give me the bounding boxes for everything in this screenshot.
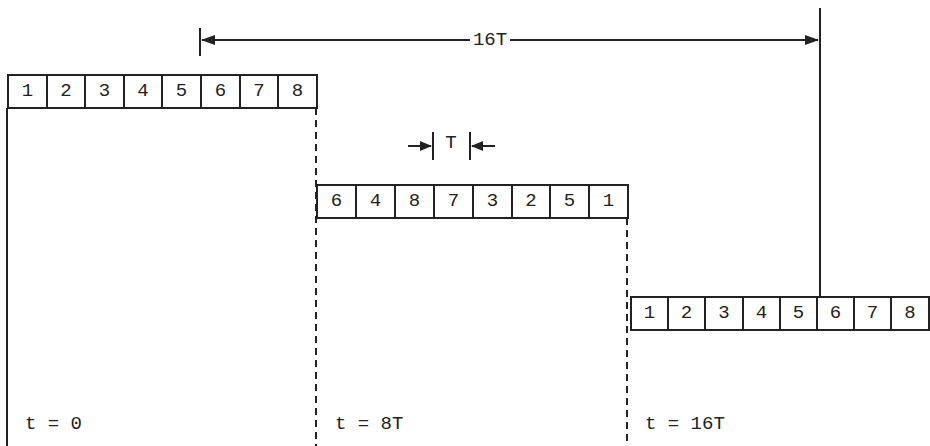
- frame-slot-box: 1: [7, 74, 48, 109]
- dimension-tick: [819, 8, 821, 296]
- arrowhead: [420, 141, 432, 151]
- slot-number: 5: [176, 82, 187, 101]
- dimension-tick: [199, 28, 201, 56]
- frame-boundary-line: [626, 218, 628, 446]
- frame-slot-box: 1: [588, 184, 629, 219]
- slot-duration-label: T: [442, 134, 459, 153]
- frame-slot-box: 7: [239, 74, 279, 109]
- arrowhead: [805, 35, 819, 45]
- slot-number: 3: [99, 82, 110, 101]
- slot-number: 4: [756, 304, 767, 323]
- frame-slot-box: 5: [161, 74, 202, 109]
- slot-number: 6: [331, 192, 342, 211]
- slot-number: 5: [793, 304, 804, 323]
- frame-slot-box: 8: [394, 184, 435, 219]
- frame-slot-box: 3: [84, 74, 125, 109]
- slot-number: 6: [830, 304, 841, 323]
- frame-slot-box: 2: [511, 184, 551, 219]
- slot-number: 1: [22, 82, 33, 101]
- frame-slot-box: 4: [123, 74, 163, 109]
- arrowhead: [471, 141, 483, 151]
- frame-slot-box: 2: [46, 74, 86, 109]
- frame-slot-box: 2: [667, 296, 706, 331]
- frame-boundary-line: [315, 108, 317, 446]
- slot-number: 4: [137, 82, 148, 101]
- dimension-tick: [469, 132, 471, 160]
- frame-slot-box: 5: [549, 184, 590, 219]
- arrowhead: [201, 35, 215, 45]
- slot-number: 8: [409, 192, 420, 211]
- time-label: t = 16T: [642, 415, 728, 434]
- slot-number: 2: [525, 192, 536, 211]
- frame-slot-box: 7: [433, 184, 474, 219]
- frame-slot-box: 3: [472, 184, 513, 219]
- frame-slot-box: 5: [779, 296, 818, 331]
- frame-slot-box: 6: [316, 184, 357, 219]
- slot-number: 7: [448, 192, 459, 211]
- slot-number: 3: [718, 304, 729, 323]
- time-label: t = 0: [22, 415, 85, 434]
- slot-number: 8: [904, 304, 915, 323]
- frame-slot-box: 1: [630, 296, 669, 331]
- slot-number: 4: [370, 192, 381, 211]
- duration-label: 16T: [470, 31, 510, 50]
- frame-slot-box: 3: [704, 296, 744, 331]
- frame-slot-box: 8: [890, 296, 930, 331]
- frame-start-line: [6, 108, 8, 446]
- slot-number: 2: [60, 82, 71, 101]
- slot-number: 1: [603, 192, 614, 211]
- frame-slot-box: 4: [355, 184, 396, 219]
- frame-slot-box: 6: [200, 74, 241, 109]
- slot-number: 6: [215, 82, 226, 101]
- slot-number: 8: [292, 82, 303, 101]
- slot-number: 5: [564, 192, 575, 211]
- frame-slot-box: 6: [816, 296, 855, 331]
- frame-slot-box: 7: [853, 296, 892, 331]
- time-label: t = 8T: [332, 415, 406, 434]
- slot-number: 7: [867, 304, 878, 323]
- slot-number: 2: [681, 304, 692, 323]
- frame-slot-box: 4: [742, 296, 781, 331]
- slot-number: 1: [644, 304, 655, 323]
- slot-number: 3: [487, 192, 498, 211]
- slot-number: 7: [253, 82, 264, 101]
- frame-slot-box: 8: [277, 74, 318, 109]
- dimension-tick: [432, 132, 434, 160]
